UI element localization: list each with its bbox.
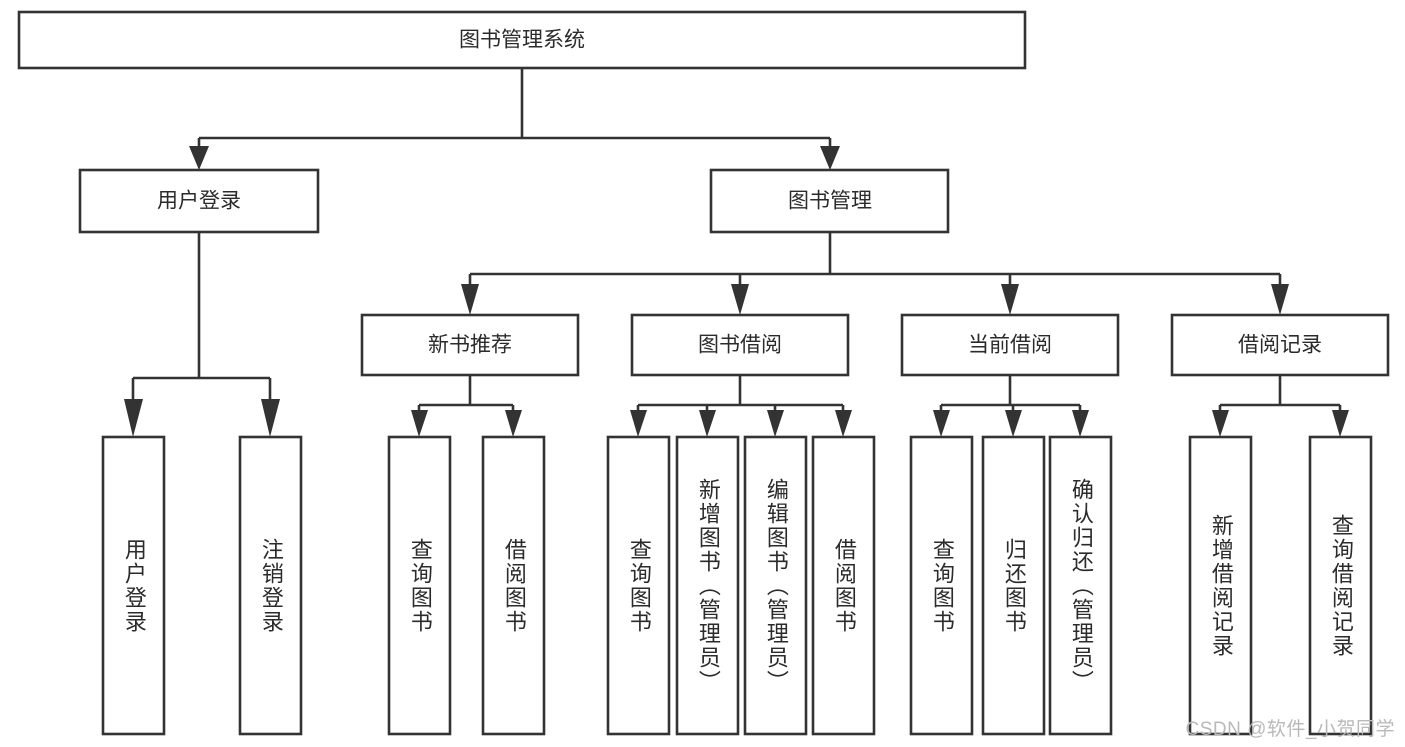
node-label-root: 图书管理系统 (459, 29, 585, 52)
node-box-leaf-query-book-3[interactable] (909, 435, 974, 736)
arrow-head-leaf-return-book (1005, 410, 1022, 437)
csdn-watermark: CSDN @软件_小贺同学 (1185, 719, 1395, 740)
node-box-root[interactable] (17, 10, 1027, 70)
node-box-leaf-user-login[interactable] (101, 435, 166, 736)
arrow-head-leaf-borrow-book-2 (835, 410, 852, 437)
node-box-leaf-edit-book[interactable] (743, 435, 808, 736)
arrow-head-borrow-record (1271, 284, 1289, 315)
node-label-book-borrow: 图书借阅 (698, 334, 782, 357)
arrow-head-user-login (189, 146, 209, 170)
arrow-head-book-manage (820, 146, 840, 170)
arrow-head-leaf-query-book-1 (411, 410, 428, 437)
node-box-leaf-confirm-return[interactable] (1048, 435, 1113, 736)
node-box-leaf-query-book-2[interactable] (606, 435, 671, 736)
arrow-head-leaf-query-book-2 (630, 410, 647, 437)
arrow-head-leaf-user-logout (261, 399, 280, 437)
arrow-head-leaf-add-book (699, 410, 716, 437)
arrow-head-leaf-borrow-book-1 (505, 410, 522, 437)
node-label-book-manage: 图书管理 (788, 190, 872, 213)
node-box-leaf-user-logout[interactable] (238, 435, 303, 736)
node-label-new-book-recommend: 新书推荐 (428, 334, 512, 357)
node-box-current-borrow[interactable] (900, 313, 1120, 377)
arrow-head-book-borrow (731, 284, 749, 315)
node-box-leaf-return-book[interactable] (981, 435, 1046, 736)
node-box-leaf-query-book-1[interactable] (387, 435, 452, 736)
arrow-head-leaf-user-login (124, 399, 143, 437)
arrow-head-leaf-query-record (1332, 410, 1349, 437)
node-box-new-book-recommend[interactable] (360, 313, 580, 377)
node-box-leaf-add-record[interactable] (1188, 435, 1253, 736)
node-label-user-login: 用户登录 (157, 190, 241, 213)
arrow-head-leaf-query-book-3 (933, 410, 950, 437)
arrow-head-leaf-add-record (1212, 410, 1229, 437)
node-label-borrow-record: 借阅记录 (1238, 334, 1322, 357)
arrow-head-leaf-edit-book (767, 410, 784, 437)
arrow-head-current-borrow (1001, 284, 1019, 315)
node-box-leaf-query-record[interactable] (1308, 435, 1373, 736)
arrow-head-leaf-confirm-return (1072, 410, 1089, 437)
node-label-current-borrow: 当前借阅 (968, 334, 1052, 357)
node-box-leaf-borrow-book-1[interactable] (481, 435, 546, 736)
node-box-user-login[interactable] (78, 168, 320, 234)
arrow-head-new-book-recommend (461, 284, 479, 315)
node-box-leaf-add-book[interactable] (675, 435, 740, 736)
node-box-leaf-borrow-book-2[interactable] (811, 435, 876, 736)
